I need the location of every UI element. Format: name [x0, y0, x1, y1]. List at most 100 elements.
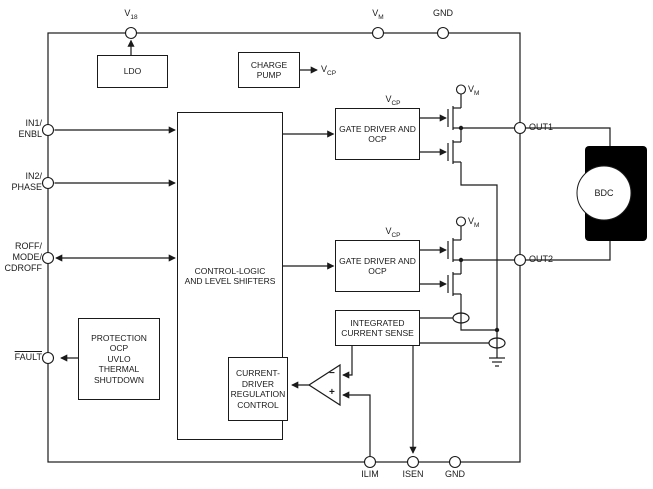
block-label-line: GATE DRIVER AND: [339, 123, 416, 134]
block-label-line: CONTROL-LOGIC: [194, 265, 266, 276]
block-label-line: OCP: [109, 343, 129, 354]
block-label-line: REGULATION: [230, 389, 286, 399]
block-label-line: CONTROL: [237, 399, 279, 410]
block-protection: PROTECTION OCP UVLO THERMAL SHUTDOWN: [78, 318, 160, 400]
block-label-line: SHUTDOWN: [93, 374, 145, 385]
comparator-plus-input-label: +: [329, 387, 335, 398]
current-sense-loop-icon: [452, 312, 470, 324]
label-line: IN1/: [25, 118, 42, 128]
wire-source-rail-bottom-bridge: [460, 294, 497, 331]
label-line: MODE/: [12, 252, 42, 262]
label-subscript: 18: [130, 13, 138, 21]
pin-out2: [513, 253, 527, 267]
current-sense-loops: [452, 312, 506, 349]
block-current-driver-regulation: CURRENT- DRIVER REGULATION CONTROL: [228, 357, 288, 421]
pin-roff-mode-cdroff: [41, 251, 55, 265]
pin-gnd-bottom: [448, 455, 462, 469]
block-label-line: DRIVER: [241, 378, 275, 389]
block-gate-driver-top: GATE DRIVER AND OCP: [335, 108, 420, 160]
block-label: CHARGE PUMP: [251, 60, 287, 81]
net-label-vcp-gate-driver-bottom: VCP: [373, 226, 413, 241]
label-subscript: CP: [327, 69, 337, 77]
label-line: IN2/: [25, 171, 42, 181]
pin-label-isen: ISEN: [402, 469, 424, 479]
block-charge-pump: CHARGE PUMP: [238, 52, 300, 88]
label-text: V: [468, 84, 475, 94]
block-label-line: PROTECTION: [91, 332, 147, 343]
label-line: CDROFF: [4, 263, 43, 273]
block-integrated-current-sense: INTEGRATED CURRENT SENSE: [335, 310, 420, 346]
block-label-line: OCP: [368, 266, 387, 276]
block-label-line: INTEGRATED: [350, 317, 405, 328]
pin-isen: [406, 455, 420, 469]
net-label-vcp-pump-out: VCP: [321, 64, 336, 79]
label-text: V: [385, 94, 392, 104]
label-line: ENBL: [18, 129, 42, 139]
block-label: INTEGRATED CURRENT SENSE: [341, 318, 414, 339]
wire-out1-to-motor: [526, 127, 611, 147]
pin-in1-enbl: [41, 123, 55, 137]
wire-out2-to-motor: [526, 240, 611, 261]
pin-v18: [124, 26, 138, 40]
device-boundary: [47, 32, 521, 463]
wire-sense-to-comparator: [342, 346, 353, 379]
pin-label-v18: V18: [111, 8, 151, 23]
net-label-vm-bridge-bottom: VM: [468, 216, 479, 231]
block-label-line: GATE DRIVER AND: [339, 255, 416, 266]
block-label-line: OCP: [368, 134, 387, 144]
wire-source-rail-top-bridge: [460, 162, 498, 358]
pin-vm: [371, 26, 385, 40]
ground-symbol: [489, 357, 505, 367]
block-label: GATE DRIVER AND OCP: [339, 256, 416, 277]
label-subscript: CP: [391, 231, 401, 239]
pin-label-out1: OUT1: [529, 122, 554, 132]
comparator-minus-input-label: −: [329, 368, 335, 379]
comparator-triangle: [307, 363, 341, 407]
pin-out1: [513, 121, 527, 135]
label-line: PHASE: [11, 182, 42, 192]
pin-label-roff-mode-cdroff: ROFF/ MODE/ CDROFF: [0, 241, 43, 274]
block-label-line: UVLO: [107, 353, 131, 364]
pin-label-gnd-top: GND: [433, 8, 453, 18]
block-label: CONTROL-LOGIC AND LEVEL SHIFTERS: [185, 266, 276, 287]
pin-ilim: [363, 455, 377, 469]
block-label-line: PUMP: [256, 70, 282, 80]
label-text: V: [321, 64, 328, 74]
wires: [54, 39, 611, 456]
label-subscript: M: [474, 221, 480, 229]
junction-dots: [458, 125, 500, 333]
pin-label-fault: FAULT: [0, 352, 42, 363]
mosfet-half-bridge-out2: [447, 216, 467, 296]
block-label: PROTECTION OCP UVLO THERMAL SHUTDOWN: [91, 333, 147, 386]
pin-gnd-top: [436, 26, 450, 40]
label-line: ROFF/: [15, 241, 42, 251]
current-sense-loop-icon: [488, 337, 506, 349]
pin-label-in2-phase: IN2/ PHASE: [0, 171, 42, 193]
net-label-vcp-gate-driver-top: VCP: [373, 94, 413, 109]
block-label: CURRENT- DRIVER REGULATION CONTROL: [231, 368, 286, 410]
label-subscript: M: [474, 89, 480, 97]
mosfet-half-bridge-out1: [447, 84, 467, 164]
pin-terminals: [41, 26, 527, 469]
label-text: FAULT: [14, 352, 42, 362]
vm-terminal-bottom-bridge: [455, 216, 467, 227]
net-label-vm-bridge-top: VM: [468, 84, 479, 99]
block-ldo: LDO: [97, 55, 168, 88]
block-label-line: CHARGE: [250, 59, 288, 70]
bdc-motor-symbol: [576, 146, 647, 241]
pin-label-ilim: ILIM: [361, 469, 379, 479]
label-text: V: [124, 8, 131, 18]
block-label-line: CURRENT SENSE: [341, 328, 414, 338]
label-text: V: [372, 8, 379, 18]
vm-terminal-top-bridge: [455, 84, 467, 95]
label-text: V: [468, 216, 475, 226]
pin-fault: [41, 351, 55, 365]
motor-face: [576, 165, 632, 221]
pin-label-vm: VM: [358, 8, 398, 23]
label-text: V: [385, 226, 392, 236]
pin-label-gnd-bottom: GND: [445, 469, 465, 479]
pin-in2-phase: [41, 176, 55, 190]
pin-label-out2: OUT2: [529, 254, 554, 264]
